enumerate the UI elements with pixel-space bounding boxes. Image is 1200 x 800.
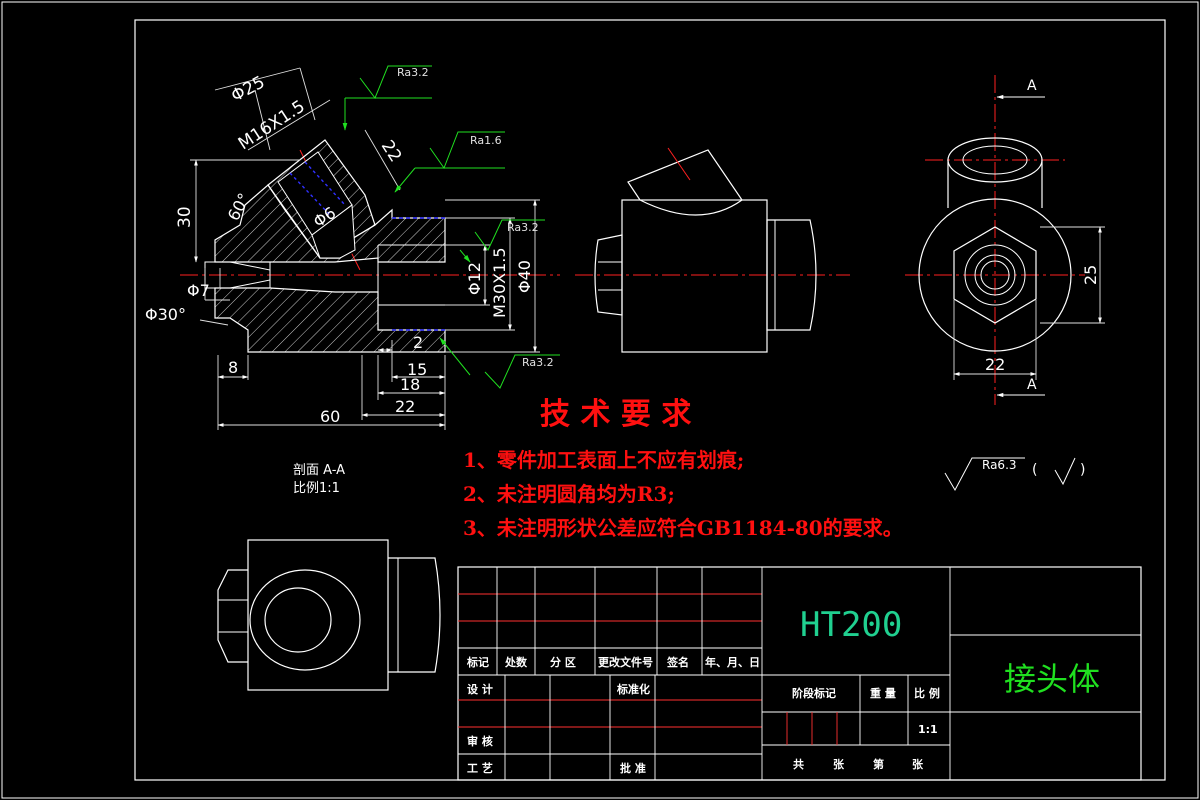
tech-title: 技 术 要 求 <box>540 397 691 432</box>
label-check: 审 核 <box>467 734 493 748</box>
label-weight: 重 量 <box>870 686 896 700</box>
svg-text:): ) <box>1080 462 1085 478</box>
dim-m30: M30X1.5 <box>490 247 509 318</box>
label-process: 工 艺 <box>467 761 493 775</box>
label-design: 设 计 <box>467 682 493 696</box>
svg-text:Ra3.2: Ra3.2 <box>397 66 429 79</box>
side-view: A A 25 22 <box>905 75 1105 405</box>
tech-item-3: 3、未注明形状公差应符合GB1184-80的要求。 <box>463 516 903 540</box>
svg-text:Ra3.2: Ra3.2 <box>507 221 539 234</box>
header-zone: 分 区 <box>550 655 576 669</box>
label-standardize: 标准化 <box>616 682 650 696</box>
dim-d12: Φ12 <box>465 262 484 295</box>
dim-d30deg: Φ30° <box>145 305 186 324</box>
cut-label-bottom: A <box>1027 377 1037 393</box>
general-roughness: Ra6.3 ( ) <box>944 457 1085 492</box>
dim-30: 30 <box>175 206 195 228</box>
dim-15: 15 <box>407 360 427 379</box>
tech-item-2: 2、未注明圆角均为R3; <box>463 482 675 506</box>
roughness-2: Ra1.6 <box>394 131 505 193</box>
dim-2: 2 <box>413 333 423 352</box>
tech-item-1: 1、零件加工表面上不应有划痕; <box>463 448 744 472</box>
svg-text:Ra1.6: Ra1.6 <box>470 134 502 147</box>
material: HT200 <box>800 605 902 645</box>
title-block: HT200 接头体 标记 处数 分 区 更改文件号 签名 年、月、日 设 计 标… <box>457 566 1142 781</box>
body-lower-hatch <box>214 287 446 353</box>
dim-d7: Φ7 <box>187 281 210 300</box>
label-page: 张 <box>912 757 924 771</box>
dim-side-25: 25 <box>1081 265 1100 285</box>
svg-text:(: ( <box>1032 462 1037 478</box>
bottom-view <box>217 539 441 691</box>
dim-22-tilt: 22 <box>377 137 406 166</box>
label-approve: 批 准 <box>620 761 646 775</box>
header-count: 处数 <box>504 655 528 669</box>
dim-m16: M16X1.5 <box>235 97 309 155</box>
dim-18: 18 <box>400 375 420 394</box>
front-view <box>575 147 850 353</box>
header-mark: 标记 <box>466 655 489 669</box>
dim-22: 22 <box>395 397 415 416</box>
label-stage: 阶段标记 <box>792 686 836 700</box>
dim-60: 60 <box>320 407 340 426</box>
label-page-no: 第 <box>873 757 884 771</box>
roughness-4: Ra3.2 <box>439 337 560 389</box>
roughness-3: Ra3.2 <box>459 219 545 263</box>
label-total: 共 <box>793 757 804 771</box>
part-name: 接头体 <box>1004 660 1100 698</box>
roughness-1: Ra3.2 <box>342 65 432 131</box>
header-signature: 签名 <box>666 655 689 669</box>
scale-caption: 比例1:1 <box>293 481 340 496</box>
header-change-doc: 更改文件号 <box>598 655 653 669</box>
dim-8: 8 <box>228 358 238 377</box>
label-sheets: 张 <box>833 757 845 771</box>
svg-text:Ra6.3: Ra6.3 <box>982 458 1017 472</box>
header-date: 年、月、日 <box>705 655 760 669</box>
scale-value: 1:1 <box>918 723 938 736</box>
dim-d40: Φ40 <box>515 260 534 293</box>
cut-label-top: A <box>1027 78 1037 94</box>
section-view: Φ25 M16X1.5 22 30 60° Φ6 Φ7 Φ30° Φ12 M30… <box>145 65 560 496</box>
dim-side-22: 22 <box>985 355 1005 374</box>
view-caption: 剖面 A-A <box>293 463 345 478</box>
svg-text:Ra3.2: Ra3.2 <box>522 356 554 369</box>
label-scale: 比 例 <box>914 686 940 700</box>
